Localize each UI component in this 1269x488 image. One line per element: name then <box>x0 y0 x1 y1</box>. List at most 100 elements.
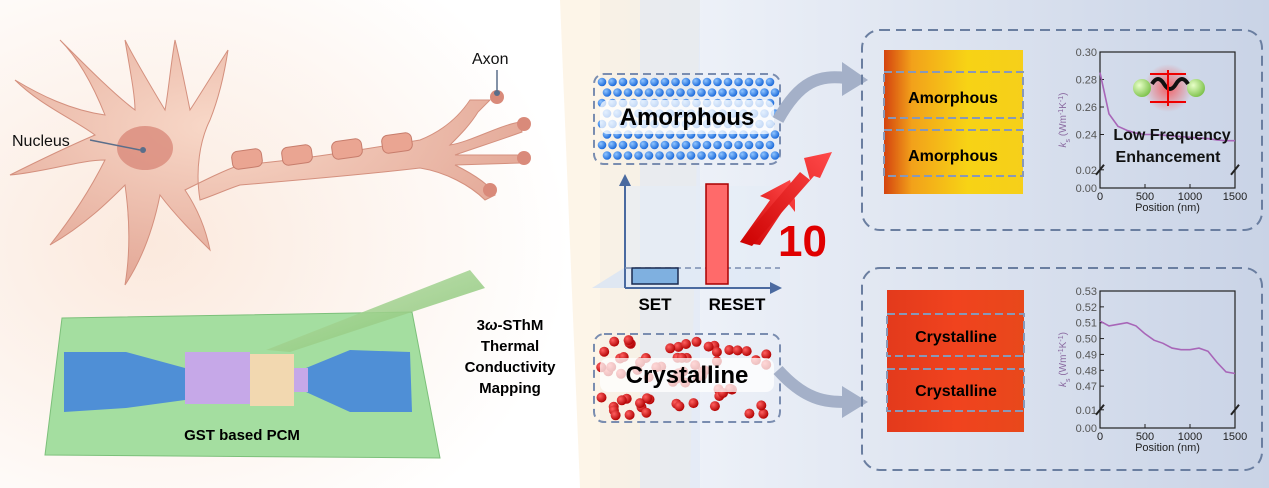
map-label-crystalline-1: Crystalline <box>915 329 997 346</box>
blue-atom <box>655 88 664 97</box>
amorphous-thermal-map <box>884 50 1023 194</box>
map-label-amorphous-1: Amorphous <box>908 90 998 107</box>
blue-atom <box>770 130 780 139</box>
crystalline-label: Crystalline <box>626 362 749 389</box>
method-line4: Mapping <box>479 380 541 397</box>
blue-atom <box>639 140 649 150</box>
blue-atom <box>665 151 675 160</box>
blue-atom <box>749 88 759 97</box>
chart-x-arrowhead <box>770 282 782 294</box>
red-atom <box>596 392 607 403</box>
blue-atom <box>770 151 780 160</box>
blue-atom <box>613 88 622 97</box>
red-atom <box>673 341 684 352</box>
y-tick-label: 0.47 <box>1076 381 1097 393</box>
red-atom <box>641 407 652 418</box>
blue-atom <box>697 88 706 97</box>
reset-bar <box>705 183 729 285</box>
set-label: SET <box>638 295 672 314</box>
blue-atom <box>697 151 706 160</box>
axis-break-left <box>1095 404 1105 416</box>
nucleus-marker <box>140 147 146 153</box>
blue-atom <box>728 88 738 97</box>
blue-atom <box>602 88 612 97</box>
amorphous-label: Amorphous <box>620 104 755 131</box>
blue-atom <box>618 140 628 150</box>
blue-atom <box>702 77 712 87</box>
blue-atom <box>676 88 685 97</box>
blue-atom <box>713 140 722 150</box>
blue-atom <box>629 140 638 150</box>
y-tick-label: 0.53 <box>1076 286 1097 298</box>
arrow-to-crystalline-map <box>773 365 847 408</box>
reset-label: RESET <box>709 295 766 314</box>
x-tick-label: 500 <box>1136 431 1154 443</box>
y-tick-label: 0.28 <box>1076 75 1097 87</box>
plot-frame <box>1099 51 1236 189</box>
blue-atom <box>749 151 759 160</box>
y-tick-label: 0.24 <box>1076 130 1097 142</box>
arrow-to-crystalline-map-head <box>842 386 868 418</box>
y-tick-label: 0.48 <box>1076 365 1097 377</box>
red-atom <box>624 409 635 420</box>
amorphous-atoms: Amorphous <box>593 73 781 165</box>
blue-atom <box>660 140 670 150</box>
blue-atom <box>623 88 633 97</box>
amorphous-label-bg <box>600 100 774 134</box>
red-atom <box>635 398 645 409</box>
blue-atom <box>634 151 643 160</box>
axis-break-right <box>1230 164 1240 176</box>
arrow-to-amorphous-map-head <box>842 62 868 96</box>
red-atom <box>691 336 702 347</box>
blue-atom <box>744 140 754 150</box>
red-atom <box>741 346 752 357</box>
blue-atom <box>707 88 717 97</box>
chart-y-arrowhead <box>619 174 631 186</box>
crystalline-atoms: Crystalline <box>593 333 781 423</box>
blue-atom <box>597 140 607 150</box>
axon-marker <box>494 90 500 96</box>
x-tick-label: 1500 <box>1223 191 1247 203</box>
atom-right <box>1187 79 1205 97</box>
blue-atom <box>755 77 764 87</box>
blue-atom <box>671 77 680 87</box>
red-atom <box>732 345 743 356</box>
red-atom <box>599 346 610 357</box>
sthm-tip <box>266 270 485 352</box>
blue-atom <box>623 151 633 160</box>
x-tick-label: 1000 <box>1178 431 1202 443</box>
nucleus-leader-line <box>89 139 141 151</box>
blue-atom <box>707 151 717 160</box>
red-atom <box>616 395 627 406</box>
red-atom <box>642 393 652 404</box>
crystalline-region-1 <box>886 313 1025 357</box>
blue-atom <box>634 88 643 97</box>
crystalline-label-bg <box>600 358 774 392</box>
blue-atom <box>702 140 712 150</box>
blue-atom <box>660 77 670 87</box>
blue-atom <box>765 77 775 87</box>
myelin-sheaths <box>231 132 413 170</box>
crystalline-panel-border <box>861 267 1263 471</box>
data-line <box>1099 72 1235 142</box>
blue-atom <box>644 88 654 97</box>
blue-atom <box>613 151 622 160</box>
gst-crystal-block <box>250 354 294 406</box>
amorphous-region-1 <box>883 71 1024 119</box>
red-atom <box>758 408 769 419</box>
gst-amorphous-block <box>185 352 250 404</box>
blue-atom <box>686 151 696 160</box>
blue-atom <box>760 88 769 97</box>
neuron-illustration: Nucleus Axon <box>9 39 531 286</box>
blue-atom <box>629 77 638 87</box>
x-axis-label: Position (nm) <box>1135 442 1200 454</box>
y-tick-label: 0.52 <box>1076 302 1097 314</box>
y-tick-label: 0.02 <box>1076 165 1097 177</box>
blue-atom <box>713 77 722 87</box>
blue-atom <box>692 140 701 150</box>
blue-atom <box>770 88 780 97</box>
blue-atom <box>655 151 664 160</box>
atom-left <box>1133 79 1151 97</box>
red-atom <box>665 343 676 354</box>
